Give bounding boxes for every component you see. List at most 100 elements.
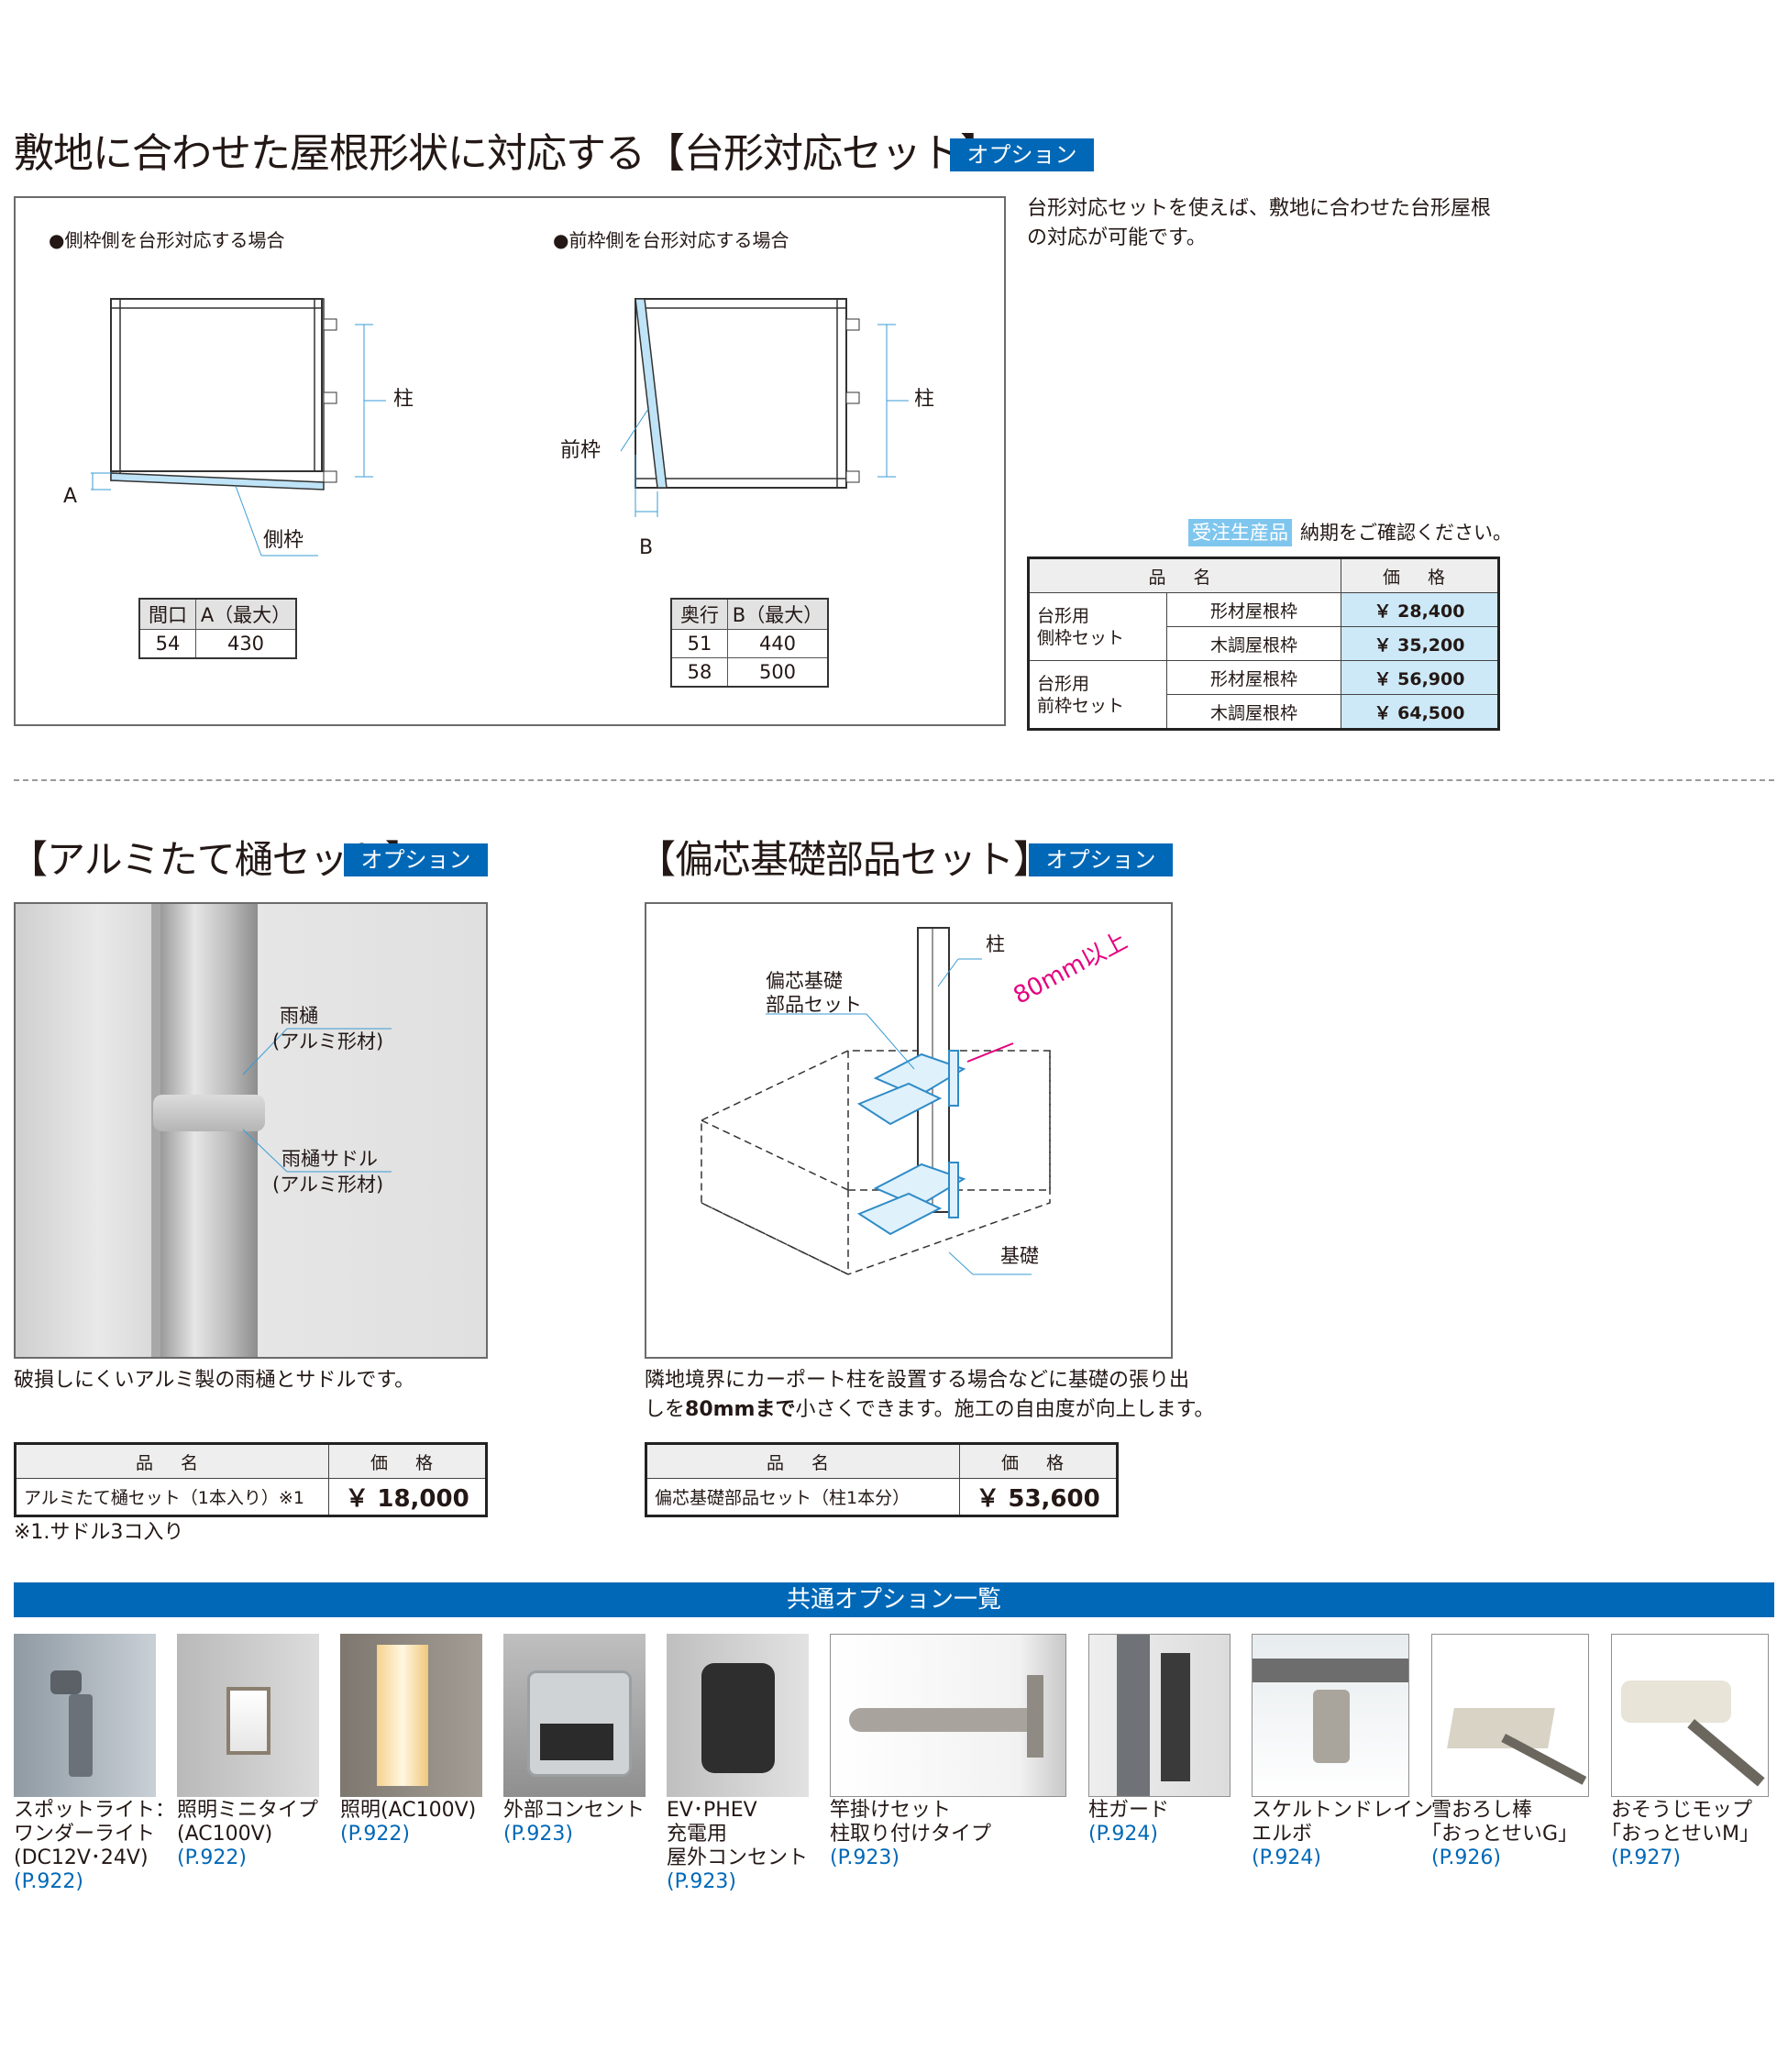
gutter-sub-label: (アルミ形材) bbox=[272, 1030, 384, 1053]
option-name-line: 外部コンセント bbox=[503, 1799, 646, 1822]
gutter-price-table: 品 名 価 格 アルミたて樋セット（1本入り）※1 ￥ 18,000 bbox=[14, 1442, 488, 1517]
table-header: 品 名 bbox=[15, 1443, 329, 1479]
option-page-ref[interactable]: (P.923) bbox=[667, 1870, 736, 1893]
price-cell: ￥ 18,000 bbox=[328, 1478, 487, 1516]
front-frame-diagram bbox=[620, 298, 909, 517]
side-frame-diagram bbox=[91, 298, 386, 557]
section1-title: 敷地に合わせた屋根形状に対応する【台形対応セット】 bbox=[14, 130, 1000, 177]
option-caption: 竿掛けセット柱取り付けタイプ(P.923) bbox=[830, 1799, 991, 1870]
price-cell: ￥ 56,900 bbox=[1341, 660, 1499, 695]
option-page-ref[interactable]: (P.924) bbox=[1088, 1823, 1158, 1846]
option-name-line: EV･PHEV bbox=[667, 1799, 757, 1822]
option-name-line: 柱ガード bbox=[1088, 1799, 1170, 1822]
trapezoid-price-table: 品 名 価 格 台形用 側枠セット 形材屋根枠 ￥ 28,400 木調屋根枠 ￥… bbox=[1027, 557, 1500, 731]
pole-hanger-icon bbox=[830, 1634, 1066, 1797]
saddle-label: 雨樋サドル bbox=[281, 1148, 378, 1170]
option-name-line: 竿掛けセット bbox=[830, 1799, 952, 1822]
depth-b-table: 奥行 B（最大） 51 440 58 500 bbox=[670, 598, 829, 688]
option-caption: 照明(AC100V)(P.922) bbox=[340, 1799, 476, 1846]
gutter-description: 破損しにくいアルミ製の雨樋とサドルです。 bbox=[14, 1369, 415, 1392]
product-name: 台形用 前枠セット bbox=[1028, 660, 1167, 730]
desc-text: 小さくできます。施工の自由度が向上します。 bbox=[795, 1398, 1215, 1421]
foundation-price-table: 品 名 価 格 偏芯基礎部品セット（柱1本分） ￥ 53,600 bbox=[645, 1442, 1119, 1517]
option-name-line: (AC100V) bbox=[177, 1823, 273, 1846]
option-name-line: スケルトンドレイン bbox=[1252, 1799, 1434, 1822]
option-caption: 雪おろし棒｢おっとせいG｣(P.926) bbox=[1431, 1799, 1568, 1870]
outlet-icon bbox=[503, 1634, 646, 1797]
left-diagram-caption: ●側枠側を台形対応する場合 bbox=[49, 229, 285, 251]
option-caption: 照明ミニタイプ(AC100V)(P.922) bbox=[177, 1799, 318, 1870]
option-name-line: ｢おっとせいG｣ bbox=[1431, 1823, 1569, 1846]
price-cell: ￥ 35,200 bbox=[1341, 626, 1499, 661]
foundation-description-line2: しを80mmまで小さくできます。施工の自由度が向上します。 bbox=[645, 1395, 1214, 1425]
table-cell: 440 bbox=[727, 629, 829, 658]
spotlight-icon bbox=[14, 1634, 156, 1797]
a-label: A bbox=[63, 485, 78, 508]
table-header: A（最大） bbox=[195, 598, 297, 630]
trapezoid-diagram-panel: ●側枠側を台形対応する場合 ●前枠側を台形対応する場合 柱 A 側枠 間口 A（… bbox=[14, 196, 1006, 726]
option-tag: オプション bbox=[950, 138, 1094, 171]
option-name-line: (DC12V･24V) bbox=[14, 1846, 149, 1869]
order-note: 納期をご確認ください。 bbox=[1300, 522, 1512, 544]
desc-text: しを bbox=[645, 1398, 686, 1421]
option-caption: スポットライト：ワンダーライト(DC12V･24V)(P.922) bbox=[14, 1799, 175, 1894]
option-name-line: スポットライト： bbox=[14, 1799, 176, 1822]
product-name: アルミたて樋セット（1本入り）※1 bbox=[15, 1478, 329, 1516]
ev-outlet-icon bbox=[667, 1634, 809, 1797]
option-name-line: 柱取り付けタイプ bbox=[830, 1823, 992, 1846]
option-page-ref[interactable]: (P.927) bbox=[1611, 1846, 1681, 1869]
option-caption: 外部コンセント(P.923) bbox=[503, 1799, 645, 1846]
price-cell: ￥ 53,600 bbox=[959, 1478, 1118, 1516]
option-name-line: 照明(AC100V) bbox=[340, 1799, 477, 1822]
section-divider bbox=[14, 779, 1774, 781]
table-header: 品 名 bbox=[1028, 557, 1341, 593]
gutter-label: 雨樋 bbox=[280, 1005, 318, 1027]
mini-light-icon bbox=[177, 1634, 319, 1797]
pillar-guard-icon bbox=[1088, 1634, 1231, 1797]
light-icon bbox=[340, 1634, 482, 1797]
option-name-line: 照明ミニタイプ bbox=[177, 1799, 319, 1822]
common-options-header: 共通オプション一覧 bbox=[14, 1582, 1774, 1617]
variant-cell: 木調屋根枠 bbox=[1166, 694, 1341, 730]
price-cell: ￥ 28,400 bbox=[1341, 592, 1499, 627]
table-header: 奥行 bbox=[670, 598, 728, 630]
gutter-photo: 雨樋 (アルミ形材) 雨樋サドル (アルミ形材) bbox=[14, 902, 488, 1359]
option-page-ref[interactable]: (P.922) bbox=[14, 1870, 83, 1893]
option-page-ref[interactable]: (P.924) bbox=[1252, 1846, 1321, 1869]
left-pillar-label: 柱 bbox=[393, 388, 414, 411]
option-page-ref[interactable]: (P.926) bbox=[1431, 1846, 1501, 1869]
option-tag: オプション bbox=[344, 843, 488, 876]
table-header: 間口 bbox=[138, 598, 196, 630]
option-caption: スケルトンドレインエルボ(P.924) bbox=[1252, 1799, 1433, 1870]
variant-cell: 木調屋根枠 bbox=[1166, 626, 1341, 661]
variant-cell: 形材屋根枠 bbox=[1166, 592, 1341, 627]
snow-rake-icon bbox=[1431, 1634, 1589, 1797]
variant-cell: 形材屋根枠 bbox=[1166, 660, 1341, 695]
side-frame-label: 側枠 bbox=[263, 529, 304, 552]
made-to-order-badge: 受注生産品 bbox=[1188, 519, 1292, 546]
foundation-label: 基礎 bbox=[1000, 1245, 1039, 1267]
option-name-line: おそうじモップ bbox=[1611, 1799, 1753, 1822]
section3-title: 【偏芯基礎部品セット】 bbox=[637, 837, 1052, 882]
desc-emphasis: 80mmまで bbox=[685, 1398, 796, 1421]
front-frame-label: 前枠 bbox=[560, 439, 602, 462]
table-header: 価 格 bbox=[328, 1443, 487, 1479]
option-page-ref[interactable]: (P.922) bbox=[177, 1846, 247, 1869]
table-header: 価 格 bbox=[1341, 557, 1499, 593]
price-cell: ￥ 64,500 bbox=[1341, 694, 1499, 730]
mop-icon bbox=[1611, 1634, 1769, 1797]
width-a-table: 間口 A（最大） 54 430 bbox=[138, 598, 297, 659]
saddle bbox=[153, 1095, 265, 1131]
option-name-line: 屋外コンセント bbox=[667, 1846, 809, 1869]
option-page-ref[interactable]: (P.923) bbox=[503, 1823, 573, 1846]
option-tag: オプション bbox=[1029, 843, 1173, 876]
foundation-description-line1: 隣地境界にカーポート柱を設置する場合などに基礎の張り出 bbox=[645, 1369, 1190, 1392]
option-name-line: 充電用 bbox=[667, 1823, 728, 1846]
option-caption: 柱ガード(P.924) bbox=[1088, 1799, 1169, 1846]
saddle-note: ※1.サドル3コ入り bbox=[14, 1521, 184, 1544]
table-cell: 430 bbox=[195, 629, 297, 659]
product-name: 偏芯基礎部品セット（柱1本分） bbox=[646, 1478, 960, 1516]
option-page-ref[interactable]: (P.923) bbox=[830, 1846, 900, 1869]
option-page-ref[interactable]: (P.922) bbox=[340, 1823, 410, 1846]
